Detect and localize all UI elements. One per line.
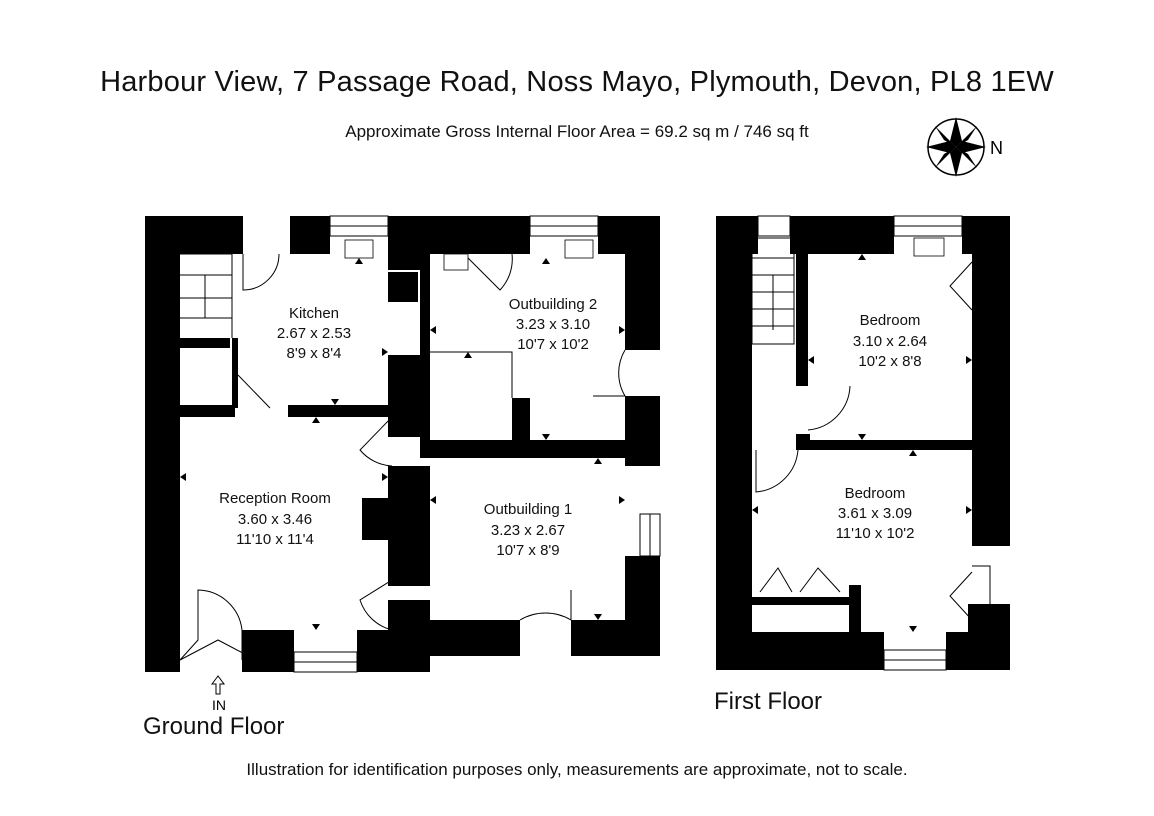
entrance-arrow-icon <box>211 675 225 695</box>
room-metric: 3.60 x 3.46 <box>238 511 312 528</box>
kitchen-hall-door-icon <box>237 374 271 409</box>
room-name: Reception Room <box>219 490 331 507</box>
room-imperial: 10'7 x 8'9 <box>496 542 559 559</box>
outbuilding-2-door-icon <box>467 253 513 291</box>
room-imperial: 10'2 x 8'8 <box>858 353 921 370</box>
room-metric: 2.67 x 2.53 <box>277 325 351 342</box>
ground-floor-plan <box>145 215 661 695</box>
room-name: Bedroom <box>845 485 906 502</box>
disclaimer: Illustration for identification purposes… <box>246 760 908 779</box>
page-title: Harbour View, 7 Passage Road, Noss Mayo,… <box>100 66 1054 98</box>
first-floor-label: First Floor <box>714 688 822 715</box>
room-imperial: 10'7 x 10'2 <box>517 336 589 353</box>
outbuilding-basin-icon <box>443 253 469 271</box>
outbuilding-2-external-door-icon <box>593 349 626 397</box>
reception-cupboard-door-2-icon <box>359 579 393 631</box>
room-kitchen: Kitchen 2.67 x 2.53 8'9 x 8'4 <box>277 305 351 362</box>
room-metric: 3.61 x 3.09 <box>838 505 912 522</box>
room-metric: 3.23 x 3.10 <box>516 316 590 333</box>
entrance-label: IN <box>212 697 226 713</box>
floor-area-note: Approximate Gross Internal Floor Area = … <box>0 122 1154 142</box>
bedroom-door-icon <box>807 385 851 431</box>
kitchen-sink-icon <box>344 239 374 259</box>
room-metric: 3.10 x 2.64 <box>853 333 927 350</box>
outbuilding-1-door-icon <box>519 590 572 621</box>
room-reception: Reception Room 3.60 x 3.46 11'10 x 11'4 <box>219 490 331 548</box>
reception-cupboard-door-icon <box>359 416 393 467</box>
room-bedroom-2: Bedroom 3.61 x 3.09 11'10 x 10'2 <box>836 485 915 542</box>
room-name: Kitchen <box>289 305 339 322</box>
room-metric: 3.23 x 2.67 <box>491 522 565 539</box>
room-imperial: 11'10 x 10'2 <box>836 525 915 542</box>
front-door-leaves-icon <box>179 639 257 661</box>
wardrobe-door-2-icon <box>949 571 973 621</box>
room-outbuilding-1: Outbuilding 1 3.23 x 2.67 10'7 x 8'9 <box>484 501 572 559</box>
wardrobe-door-icon <box>949 261 973 311</box>
kitchen-door-icon <box>242 253 280 291</box>
compass-north-label: N <box>990 138 1003 158</box>
bedroom-2-door-icon <box>755 449 799 493</box>
room-name: Outbuilding 1 <box>484 501 572 518</box>
bedroom-basin-icon <box>913 237 945 257</box>
room-name: Bedroom <box>860 312 921 329</box>
room-name: Outbuilding 2 <box>509 296 597 313</box>
room-imperial: 8'9 x 8'4 <box>287 345 342 362</box>
cupboard-doors-icon <box>759 567 841 593</box>
compass-icon <box>926 117 986 177</box>
first-floor-plan <box>716 215 1010 671</box>
ground-floor-stairs <box>180 253 233 338</box>
room-imperial: 11'10 x 11'4 <box>236 531 314 548</box>
room-outbuilding-2: Outbuilding 2 3.23 x 3.10 10'7 x 10'2 <box>509 296 597 353</box>
front-door-icon <box>179 589 243 661</box>
room-bedroom-1: Bedroom 3.10 x 2.64 10'2 x 8'8 <box>853 312 927 370</box>
outbuilding-sink-icon <box>564 239 594 259</box>
floor-area-text: Approximate Gross Internal Floor Area = … <box>345 122 809 141</box>
ground-floor-label: Ground Floor <box>143 713 285 740</box>
first-floor-stairs <box>751 237 795 345</box>
